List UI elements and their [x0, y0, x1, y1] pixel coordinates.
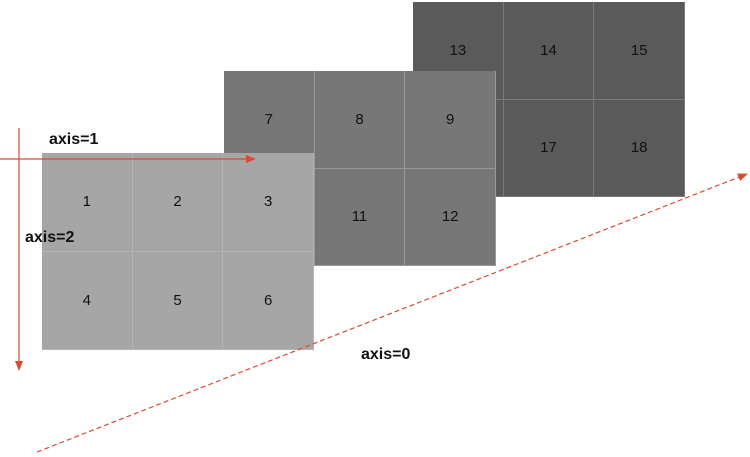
axis0-arrow — [36, 173, 748, 453]
cell: 3 — [223, 153, 314, 252]
layer-front: 1 2 3 4 5 6 — [42, 153, 314, 350]
cell: 5 — [132, 251, 224, 350]
axis1-label: axis=1 — [49, 131, 99, 148]
cell: 9 — [405, 71, 496, 169]
axis0-label: axis=0 — [361, 346, 411, 363]
cell: 14 — [503, 2, 595, 100]
cell: 17 — [503, 99, 595, 197]
cell: 12 — [405, 168, 496, 266]
cell: 1 — [42, 153, 133, 252]
cell: 4 — [42, 251, 133, 350]
cell: 18 — [594, 99, 685, 197]
cell: 15 — [594, 2, 685, 100]
cell: 2 — [132, 153, 224, 252]
cell: 6 — [223, 251, 314, 350]
cell: 8 — [314, 71, 406, 169]
cell: 11 — [314, 168, 406, 266]
axis2-label: axis=2 — [25, 229, 75, 246]
